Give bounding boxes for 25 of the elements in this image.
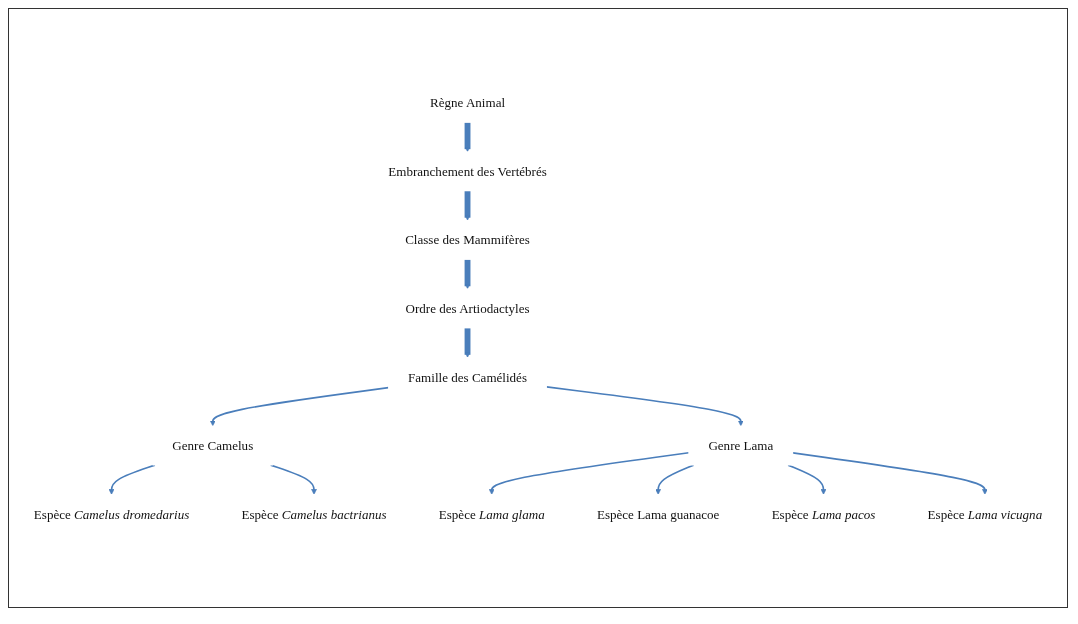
node-text: Espèce Camelus bactrianus — [241, 506, 387, 521]
arrow — [464, 258, 471, 289]
arrow — [545, 385, 744, 426]
node-text: Famille des Camélidés — [408, 369, 527, 384]
node-text: Espèce Lama guanacoe — [596, 506, 720, 521]
arrow — [108, 463, 156, 495]
node-text: Genre Lama — [708, 437, 774, 453]
arrow — [209, 386, 390, 426]
node-text: Ordre des Artiodactyles — [405, 300, 530, 316]
arrow — [792, 451, 988, 495]
arrow — [655, 463, 695, 495]
node-text: Espèce Lama vicugna — [927, 506, 1043, 521]
arrow — [464, 190, 471, 221]
arrow — [488, 451, 690, 495]
arrow — [269, 463, 317, 495]
node-text: Règne Animal — [429, 95, 506, 110]
node-text: Espèce Lama glama — [438, 506, 545, 521]
node-text: Embranchement des Vertébrés — [388, 163, 547, 179]
arrow — [464, 121, 471, 152]
node-text: Genre Camelus — [172, 437, 254, 453]
arrow — [787, 463, 827, 495]
arrow — [464, 327, 471, 358]
node-text: Espèce Camelus dromedarius — [33, 506, 190, 521]
node-text: Classe des Mammifères — [405, 232, 530, 247]
node-text: Espèce Lama pacos — [771, 506, 876, 521]
